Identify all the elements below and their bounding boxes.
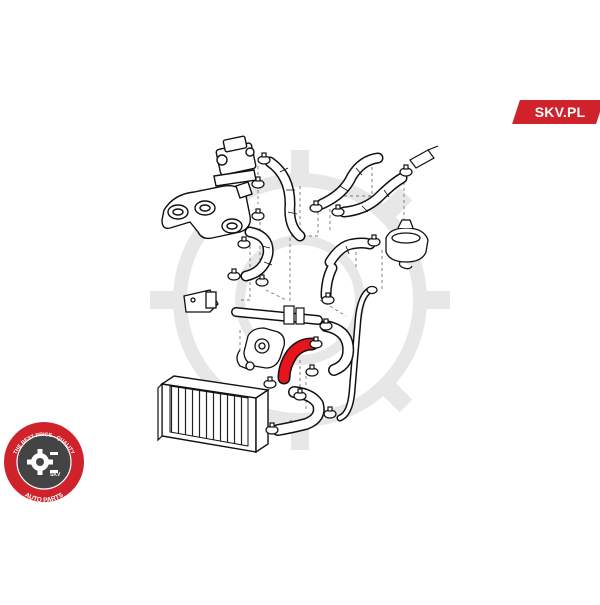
hose-clamps	[227, 152, 413, 435]
temperature-sensor	[409, 145, 439, 169]
middle-hoses	[272, 320, 355, 436]
long-bypass-pipe	[336, 286, 374, 422]
highlighted-radiator-hose	[277, 337, 319, 385]
intake-manifold	[161, 181, 253, 240]
gear-icon	[27, 449, 58, 475]
seal-center-text: SKV	[50, 472, 61, 478]
thermostat-housing	[236, 327, 286, 371]
radiator	[157, 375, 270, 454]
carburettor	[213, 135, 257, 187]
auto-parts-seal-logo: SKV THE BEST PRICE - QUALITY AUTO PARTS	[4, 422, 84, 504]
mounting-bracket	[183, 289, 219, 313]
expansion-tank	[385, 219, 429, 270]
brand-logo-text: SKV.PL	[534, 104, 586, 120]
water-pipe	[231, 305, 323, 325]
